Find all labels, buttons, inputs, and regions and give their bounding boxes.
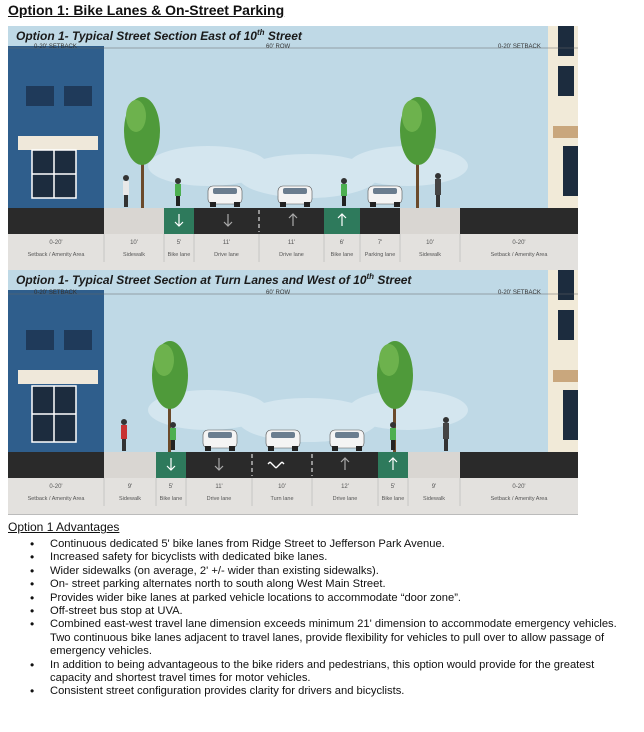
car-icon — [277, 185, 313, 207]
lane-width: 10' — [426, 240, 434, 246]
lane-width: 12' — [341, 484, 349, 490]
list-item: Consistent street configuration provides… — [30, 685, 630, 699]
lane-width: 11' — [222, 240, 231, 246]
tree-icon — [400, 97, 436, 208]
pedestrian-icon — [443, 417, 449, 451]
pedestrian-icon — [123, 175, 129, 207]
street-section-2: Option 1- Typical Street Section at Turn… — [8, 270, 578, 515]
lane-label: Setback / Amenity Area — [490, 496, 548, 502]
list-item: Combined east-west travel lane dimension… — [30, 618, 630, 658]
list-item: Continuous dedicated 5' bike lanes from … — [30, 538, 630, 552]
lane-width: 11' — [215, 484, 223, 490]
bicyclist-icon — [390, 422, 396, 450]
lane-width: 9' — [431, 484, 437, 490]
lane-width: 5' — [390, 484, 396, 490]
lane-label: Setback / Amenity Area — [490, 252, 548, 258]
section-2-title: Option 1- Typical Street Section at Turn… — [16, 272, 412, 287]
list-item: Off-street bus stop at UVA. — [30, 605, 630, 619]
arrow-up-icon — [388, 457, 398, 470]
lane-width: 0-20' — [512, 484, 526, 490]
lane-width: 0-20' — [49, 240, 63, 246]
lane-width: 5' — [176, 240, 182, 246]
lane-width: 6' — [339, 240, 345, 246]
bicyclist-icon — [175, 178, 181, 206]
lane-label: Bike lane — [167, 252, 191, 258]
list-item: Provides wider bike lanes at parked vehi… — [30, 592, 630, 606]
lane-label: Drive lane — [332, 496, 358, 502]
lane-width: 0-20' — [512, 240, 526, 246]
lane-width: 5' — [168, 484, 174, 490]
tree-icon — [377, 341, 413, 452]
tree-icon — [124, 97, 160, 208]
car-icon — [202, 429, 238, 451]
street-section-1-illustration — [8, 26, 578, 270]
list-item: On- street parking alternates north to s… — [30, 578, 630, 592]
street-section-2-illustration — [8, 270, 578, 514]
lane-label: Sidewalk — [418, 252, 441, 258]
setback-right-dim: 0-20' SETBACK — [498, 290, 541, 296]
lane-width: 0-20' — [49, 484, 63, 490]
lane-width: 7' — [377, 240, 383, 246]
arrow-up-icon — [288, 213, 298, 226]
lane-label: Drive lane — [279, 252, 304, 258]
advantages-list: Continuous dedicated 5' bike lanes from … — [30, 538, 630, 699]
row-dim: 60' ROW — [266, 44, 291, 50]
pedestrian-icon — [435, 173, 441, 207]
lane-width: 10' — [278, 484, 286, 490]
lane-label: Bike lane — [159, 496, 183, 502]
turn-arrows-icon — [267, 461, 285, 469]
car-icon — [207, 185, 243, 207]
lane-label: Sidewalk — [118, 496, 141, 502]
lane-label: Parking lane — [364, 252, 396, 258]
lane-label: Drive lane — [214, 252, 239, 258]
arrow-down-icon — [174, 214, 184, 227]
setback-left-dim: 0-20' SETBACK — [34, 44, 77, 50]
lane-width: 10' — [130, 240, 138, 246]
lane-label: Drive lane — [206, 496, 232, 502]
list-item: Increased safety for bicyclists with ded… — [30, 551, 630, 565]
arrow-up-icon — [337, 213, 347, 226]
lane-label: Turn lane — [270, 496, 294, 502]
lane-label: Sidewalk — [422, 496, 445, 502]
lane-width: 11' — [287, 240, 296, 246]
section-1-title: Option 1- Typical Street Section East of… — [16, 28, 302, 43]
page-title: Option 1: Bike Lanes & On-Street Parking — [8, 2, 285, 18]
car-icon — [367, 185, 403, 207]
street-section-1: Option 1- Typical Street Section East of… — [8, 26, 578, 271]
list-item: In addition to being advantageous to the… — [30, 659, 630, 686]
tree-icon — [152, 341, 188, 452]
setback-right-dim: 0-20' SETBACK — [498, 44, 541, 50]
bicyclist-icon — [341, 178, 347, 206]
lane-width: 9' — [127, 484, 133, 490]
bicyclist-icon — [170, 422, 176, 450]
car-icon — [329, 429, 365, 451]
lane-label: Bike lane — [381, 496, 405, 502]
arrow-down-icon — [223, 214, 233, 227]
lane-label: Setback / Amenity Area — [27, 496, 85, 502]
lane-label: Sidewalk — [122, 252, 145, 258]
pedestrian-icon — [121, 419, 127, 451]
row-dim: 60' ROW — [266, 290, 291, 296]
arrow-up-icon — [340, 457, 350, 470]
lane-label: Bike lane — [330, 252, 354, 258]
arrow-down-icon — [166, 458, 176, 471]
lane-label: Setback / Amenity Area — [27, 252, 85, 258]
arrow-down-icon — [214, 458, 224, 471]
list-item: Wider sidewalks (on average, 2' +/- wide… — [30, 565, 630, 579]
advantages-heading: Option 1 Advantages — [8, 520, 120, 534]
car-icon — [265, 429, 301, 451]
setback-left-dim: 0-20' SETBACK — [34, 290, 77, 296]
